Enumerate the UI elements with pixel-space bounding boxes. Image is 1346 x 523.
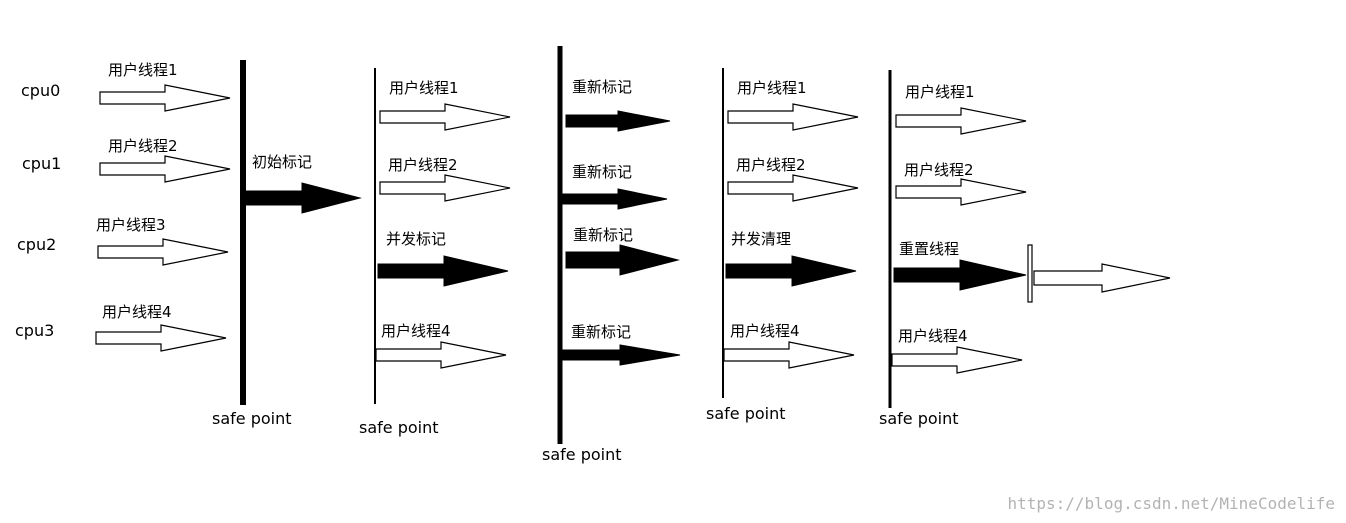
phase3-label-3: 重新标记 [571, 323, 631, 341]
phase4-thread-arrow-3 [723, 341, 855, 369]
phase4-thread-arrow-0 [727, 103, 859, 131]
phase3-label-0: 重新标记 [572, 78, 632, 96]
safepoint-label-5: safe point [879, 409, 959, 428]
phase2-thread-arrow-0 [379, 103, 511, 131]
phase4-label-1: 用户线程2 [736, 156, 806, 174]
cpu-label-2: cpu2 [17, 235, 56, 254]
phase4-label-2: 并发清理 [731, 230, 791, 248]
remark-arrow-3 [562, 344, 681, 366]
reset-thread-arrow [893, 259, 1027, 291]
phase1-center-label: 初始标记 [252, 153, 312, 171]
phase1-label-0: 用户线程1 [108, 61, 178, 79]
phase5-label-3: 用户线程4 [898, 327, 968, 345]
remark-arrow-2 [565, 244, 680, 276]
phase3-label-1: 重新标记 [572, 163, 632, 181]
end-barrier [1027, 244, 1033, 303]
safepoint-label-1: safe point [212, 409, 292, 428]
phase5-thread-arrow-0 [895, 107, 1027, 135]
initial-mark-arrow [245, 182, 362, 214]
phase5-thread-arrow-1 [895, 178, 1027, 206]
remark-arrow-1 [562, 188, 668, 210]
continuation-arrow [1033, 263, 1171, 293]
phase2-label-1: 用户线程2 [388, 156, 458, 174]
phase5-label-0: 用户线程1 [905, 83, 975, 101]
phase2-label-0: 用户线程1 [389, 79, 459, 97]
phase4-thread-arrow-1 [727, 174, 859, 202]
cpu-label-1: cpu1 [22, 154, 61, 173]
phase5-label-2: 重置线程 [899, 240, 959, 258]
phase2-label-3: 用户线程4 [381, 322, 451, 340]
cpu-label-0: cpu0 [21, 81, 60, 100]
phase5-thread-arrow-3 [891, 346, 1023, 374]
phase1-label-3: 用户线程4 [102, 303, 172, 321]
phase5-label-1: 用户线程2 [904, 161, 974, 179]
phase1-thread-arrow-3 [95, 324, 227, 352]
phase2-label-2: 并发标记 [386, 230, 446, 248]
phase1-label-2: 用户线程3 [96, 216, 166, 234]
safepoint-label-2: safe point [359, 418, 439, 437]
phase1-thread-arrow-2 [97, 238, 229, 266]
phase4-label-0: 用户线程1 [737, 79, 807, 97]
phase3-label-2: 重新标记 [573, 226, 633, 244]
phase1-label-1: 用户线程2 [108, 137, 178, 155]
concurrent-mark-arrow [377, 255, 509, 287]
phase4-label-3: 用户线程4 [730, 322, 800, 340]
cpu-label-3: cpu3 [15, 321, 54, 340]
safepoint-label-4: safe point [706, 404, 786, 423]
watermark: https://blog.csdn.net/MineCodelife [1007, 494, 1335, 513]
safepoint-label-3: safe point [542, 445, 622, 464]
remark-arrow-0 [565, 110, 671, 132]
phase1-thread-arrow-1 [99, 155, 231, 183]
phase1-thread-arrow-0 [99, 84, 231, 112]
phase2-thread-arrow-1 [379, 174, 511, 202]
concurrent-sweep-arrow [725, 255, 857, 287]
phase2-thread-arrow-3 [375, 341, 507, 369]
